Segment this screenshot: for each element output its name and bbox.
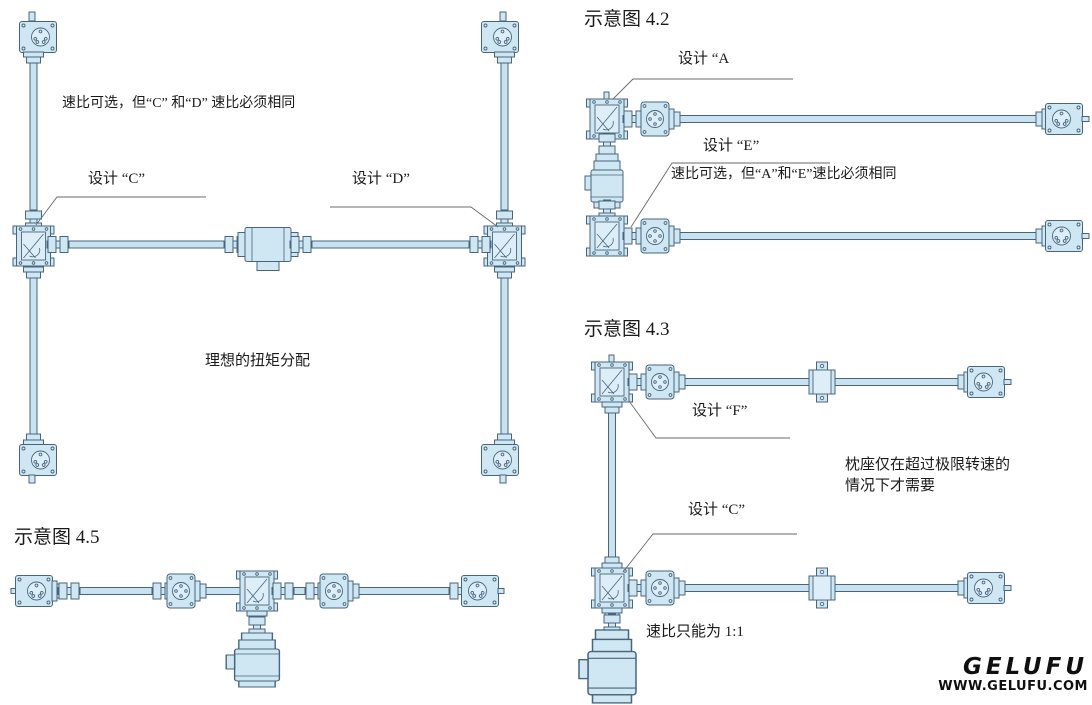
t-gearbox-design-f (591, 361, 633, 403)
flange (23, 51, 44, 64)
shaft-stub (28, 474, 36, 484)
flanged-gearbox (645, 364, 675, 400)
gearbox-left-end (15, 575, 53, 607)
leader-line-design-e (630, 162, 830, 228)
pillow-block-note-4-3: 枕座仅在超过极限转速的 情况下才需要 (845, 457, 1011, 494)
shaft-stub (499, 474, 507, 484)
brand-url: WWW.GELUFU.COM (938, 679, 1088, 694)
gearbox-top-right (481, 21, 519, 53)
coupling (271, 582, 295, 600)
design-e-label-4-2: 设计 “E” (703, 138, 760, 154)
coupling (289, 236, 313, 253)
gearbox-bottom-left (19, 444, 57, 476)
flanged-gearbox (166, 573, 196, 609)
gearbox-right-end-bottom (1045, 220, 1083, 252)
motor (225, 632, 281, 688)
flange (347, 580, 360, 602)
coupling (57, 582, 81, 600)
gearbox-top-left (19, 21, 57, 53)
coupling (598, 132, 616, 156)
flange (668, 225, 681, 247)
brand-wordmark: GELUFU (962, 654, 1088, 680)
pillow-block-bearing (808, 361, 836, 403)
t-gearbox-design-e (586, 215, 628, 257)
leader-line-design-f (628, 400, 790, 439)
design-f-label-4-3: 设计 “F” (692, 403, 748, 419)
flange (673, 577, 686, 599)
flange (23, 266, 44, 279)
flange (494, 266, 515, 279)
leader-line-design-a (612, 78, 793, 100)
flange (23, 433, 44, 446)
t-gearbox-design-c (591, 567, 633, 609)
ratio-note-4-2: 速比可选，但“A”和“E”速比必须相同 (671, 167, 897, 182)
shaft-stub (497, 588, 505, 594)
design-c-label-4-1: 设计 “C” (88, 171, 146, 187)
gearbox-right-end (461, 575, 499, 607)
coupling (46, 236, 70, 253)
flange (673, 371, 686, 393)
design-c-label-4-3: 设计 “C” (688, 502, 746, 518)
flanged-gearbox (640, 101, 670, 137)
pillow-block-bearing (808, 567, 836, 609)
shaft-stub (499, 11, 507, 22)
title-4-3: 示意图 4.3 (584, 319, 670, 340)
diagram-4-1 (12, 11, 526, 484)
shaft-stub (1003, 585, 1012, 591)
flange (494, 433, 515, 446)
gearbox-right-end-bottom (967, 572, 1005, 604)
flange (194, 580, 207, 602)
flanged-gearbox (645, 570, 675, 606)
shaft-horizontal-left (59, 240, 236, 249)
flange (601, 556, 623, 569)
coupling (468, 236, 492, 253)
shaft-horizontal-right (302, 240, 471, 249)
torque-note-4-1: 理想的扭矩分配 (205, 353, 311, 369)
ratio-note-4-3: 速比只能为 1:1 (646, 624, 744, 640)
shaft-segment (351, 587, 458, 595)
flanged-gearbox (640, 218, 670, 254)
gelufu-logo: GELUFU WWW.GELUFU.COM (930, 654, 1088, 695)
leader-line-design-c (622, 533, 797, 573)
design-a-label-4-2: 设计 “A (678, 51, 730, 67)
flange (601, 401, 623, 414)
shaft-bottom-row (679, 232, 1037, 240)
flange (494, 51, 515, 64)
gearbox-bottom-right (481, 444, 519, 476)
gearbox-right-end-top (967, 366, 1005, 398)
ratio-note-4-1: 速比可选，但“C” 和“D” 速比必须相同 (62, 96, 296, 111)
flanged-gearbox (319, 573, 349, 609)
leader-line-design-d (330, 206, 499, 228)
title-4-2: 示意图 4.2 (584, 9, 670, 30)
title-4-5: 示意图 4.5 (14, 527, 100, 548)
shaft-segment (69, 587, 161, 595)
design-d-label-4-1: 设计 “D” (352, 171, 410, 187)
t-gearbox-center (236, 570, 278, 612)
leader-line-design-c (35, 196, 206, 226)
center-drive-unit (237, 227, 299, 271)
shaft-stub (1081, 116, 1090, 122)
diagram-4-5 (10, 570, 505, 688)
motor (578, 629, 637, 704)
diagram-4-2 (584, 78, 1090, 257)
diagram-4-3 (578, 354, 1012, 704)
shaft-stub (28, 11, 36, 22)
shaft-stub (1081, 233, 1090, 239)
shaft-vertical-link (608, 411, 616, 561)
gearbox-right-end-top (1045, 103, 1083, 135)
shaft-top-row (679, 115, 1037, 123)
shaft-stub (1003, 379, 1012, 385)
flange (668, 108, 681, 130)
